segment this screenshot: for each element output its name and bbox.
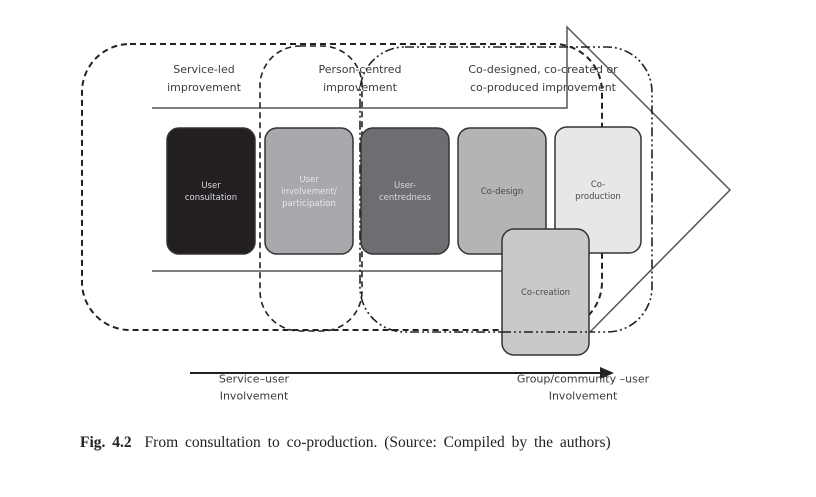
stage-box-user-consultation	[166, 127, 256, 255]
axis-label-left-line: Involvement	[220, 390, 289, 403]
stage-label-co-creation-line: Co-creation	[521, 288, 570, 298]
stage-user-centredness: User-centredness	[360, 127, 450, 255]
zone-label-service-led: Service-led improvement	[167, 63, 241, 94]
stage-box-co-creation	[501, 228, 590, 356]
stage-user-consultation: User consultation	[166, 127, 256, 255]
figure-caption: Fig. 4.2 From consultation to co-product…	[80, 432, 735, 453]
consultation-to-coproduction-diagram: Service-led improvement Person-centred impr…	[81, 25, 732, 403]
stage-label-co-design-line: Co-design	[481, 187, 524, 197]
stage-co-production: Co-production	[554, 126, 642, 254]
stage-label-user-consultation-line: consultation	[185, 193, 237, 203]
zone-label-service-led-line: improvement	[167, 81, 241, 94]
axis-label-right-line: Involvement	[549, 390, 618, 403]
stage-user-involvement: User involvement/participation	[264, 127, 354, 255]
stage-label-co-production: Co-production	[575, 180, 621, 202]
figure-number: Fig. 4.2	[80, 434, 132, 451]
stage-label-user-involvement-line: participation	[282, 199, 336, 209]
figure-caption-text: From consultation to co-production. (Sou…	[144, 434, 611, 451]
stage-label-user-consultation: User consultation	[185, 181, 237, 203]
stage-box-user-centredness	[360, 127, 450, 255]
zone-person-centred-outline	[259, 45, 363, 332]
stage-label-user-centredness-line: User-	[394, 181, 416, 191]
stage-label-co-production-line: Co-	[591, 180, 605, 190]
zone-label-co-designed: Co-designed, co-created or co-produced im…	[468, 63, 618, 94]
stage-label-co-design: Co-design	[481, 187, 524, 197]
zone-label-co-designed-line: co-produced improvement	[470, 81, 617, 94]
stage-label-co-production-line: production	[575, 192, 621, 202]
stage-box-co-production	[554, 126, 642, 254]
stage-label-co-creation: Co-creation	[521, 288, 570, 298]
stage-label-user-involvement-line: User	[299, 175, 319, 185]
stage-co-creation: Co-creation	[501, 228, 590, 356]
axis-label-left-line: Service–user	[219, 373, 290, 386]
stage-label-user-centredness: User-centredness	[379, 181, 432, 203]
stage-label-user-involvement-line: involvement/	[281, 187, 337, 197]
zone-label-person-centred: Person-centred improvement	[318, 63, 401, 94]
zone-label-person-centred-line: Person-centred	[318, 63, 401, 76]
stage-label-user-centredness-line: centredness	[379, 193, 432, 203]
zone-label-service-led-line: Service-led	[173, 63, 234, 76]
zone-label-co-designed-line: Co-designed, co-created or	[468, 63, 618, 76]
stage-label-user-consultation-line: User	[201, 181, 221, 191]
axis-label-right-line: Group/community –user	[517, 373, 650, 386]
stage-label-user-involvement: User involvement/participation	[281, 175, 337, 209]
stage-box-user-involvement	[264, 127, 354, 255]
progression-arrow	[152, 25, 732, 333]
zone-label-person-centred-line: improvement	[323, 81, 397, 94]
